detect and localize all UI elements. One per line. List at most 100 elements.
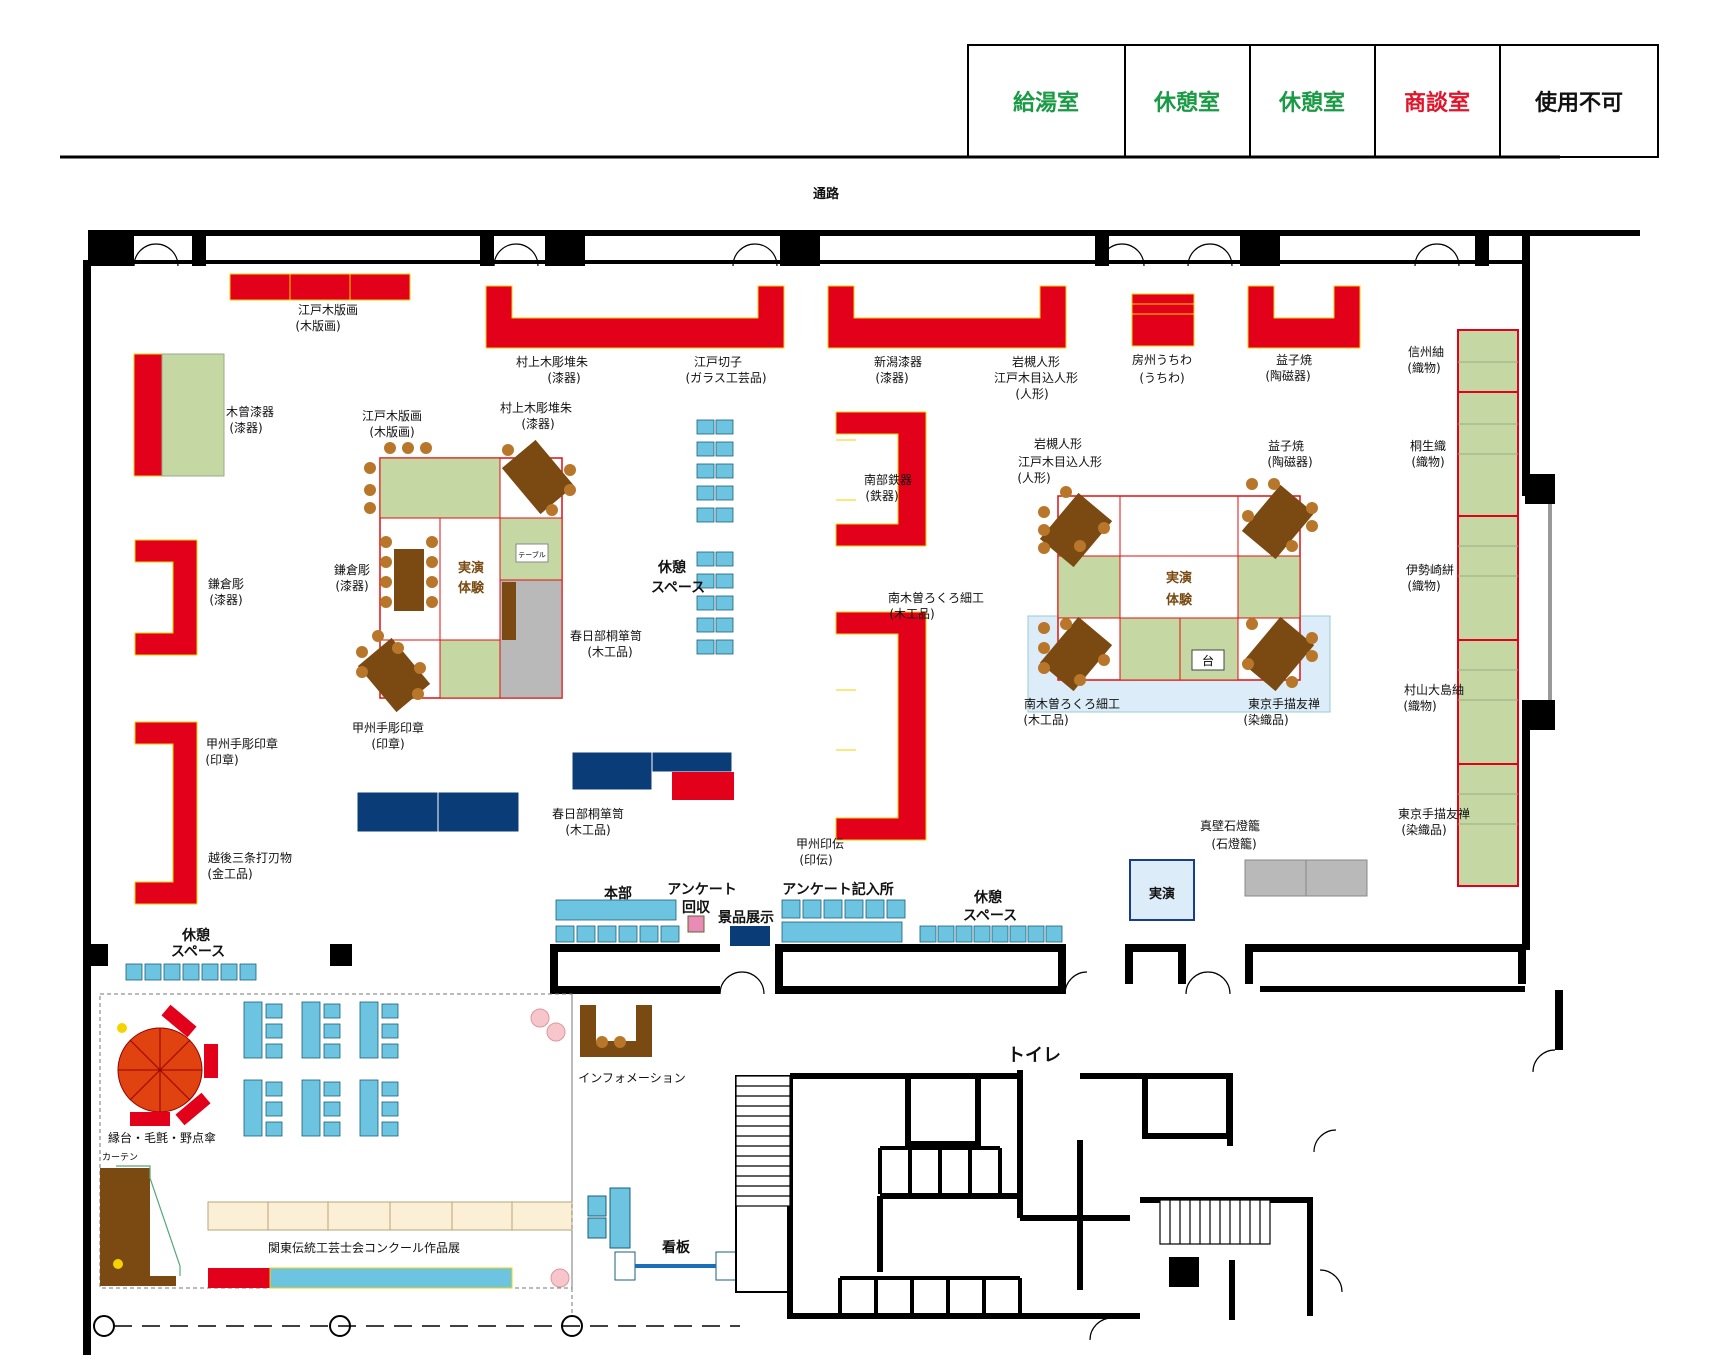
booth-label: (織物) bbox=[1407, 579, 1440, 593]
demo-label: 体験 bbox=[458, 580, 485, 596]
booth-label: 江戸切子 bbox=[694, 355, 742, 369]
booth-label: 益子焼 bbox=[1268, 439, 1304, 453]
toilet-block bbox=[735, 1070, 1313, 1320]
booth-label: 南木曽ろくろ細工 bbox=[1024, 696, 1120, 711]
door-arcs-top bbox=[133, 243, 1460, 267]
booth-label: (鉄器) bbox=[865, 488, 898, 503]
booth-label: (印伝) bbox=[799, 853, 832, 867]
survey-collect-box[interactable] bbox=[687, 915, 705, 933]
rest-space-label-line1: 休憩 bbox=[973, 889, 1002, 906]
booth-label: (印章) bbox=[205, 752, 238, 767]
booth-label: (漆器) bbox=[335, 579, 368, 593]
prize-display-box[interactable] bbox=[730, 926, 770, 946]
booth-label: 伊勢崎絣 bbox=[1406, 562, 1454, 577]
island-left: テーブル 実演 体験 bbox=[356, 439, 576, 713]
demo-box[interactable] bbox=[1129, 859, 1195, 921]
booth-label: (木工品) bbox=[587, 645, 632, 659]
booth-label: (木工品) bbox=[889, 607, 934, 621]
booth-label: (漆器) bbox=[547, 371, 580, 385]
booth-kasukabe-2[interactable] bbox=[672, 772, 734, 800]
booth-label: 新潟漆器 bbox=[874, 354, 922, 369]
booth-label: 鎌倉彫 bbox=[334, 562, 370, 577]
booth-label: 春日部桐箪笥 bbox=[552, 806, 624, 821]
honbu-label: 本部 bbox=[604, 885, 632, 902]
booth-label: 村上木彫堆朱 bbox=[516, 355, 588, 369]
survey-collect-label: 回収 bbox=[682, 899, 711, 916]
booth-label: (織物) bbox=[1403, 699, 1436, 713]
booth-nanbu[interactable] bbox=[835, 411, 927, 547]
table-label: テーブル bbox=[518, 550, 546, 559]
engawa-label: 縁台・毛氈・野点傘 bbox=[108, 1130, 216, 1145]
corridor-label: 通路 bbox=[813, 186, 840, 202]
toilet-label: トイレ bbox=[1007, 1045, 1061, 1066]
booth-label: 南部鉄器 bbox=[864, 472, 912, 487]
header-rooms: 給湯室 休憩室 休憩室 商談室 使用不可 bbox=[967, 44, 1659, 158]
booth-label: 鎌倉彫 bbox=[208, 576, 244, 591]
booth-nagiso-koshu[interactable] bbox=[835, 611, 927, 841]
booth-label: (染織品) bbox=[1401, 822, 1446, 837]
walls bbox=[83, 230, 1640, 1355]
curtain-label: カーテン bbox=[102, 1152, 138, 1163]
booth-label: (うちわ) bbox=[1139, 371, 1184, 385]
booth-label: 桐生織 bbox=[1410, 439, 1446, 453]
prize-display-label: 景品展示 bbox=[718, 910, 774, 926]
booth-label: 信州紬 bbox=[1408, 345, 1444, 359]
stand-label: 台 bbox=[1202, 653, 1214, 668]
rest-seats-center bbox=[696, 419, 734, 655]
booth-label: (木版画) bbox=[295, 319, 340, 333]
booth-label: (染織品) bbox=[1243, 712, 1288, 727]
rest-space-label-line2: スペース bbox=[651, 580, 705, 596]
booth-label: (石燈籠) bbox=[1211, 836, 1256, 851]
survey-collect-label: アンケート bbox=[667, 882, 736, 898]
booth-label: (木工品) bbox=[1023, 713, 1068, 727]
rest-space-label-line1: 休憩 bbox=[181, 927, 210, 944]
booth-label: (漆器) bbox=[875, 371, 908, 385]
booth-labels: 江戸木版画 (木版画) 木曾漆器 (漆器) 鎌倉彫 (漆器) 甲州手彫印章 (印… bbox=[205, 303, 1470, 881]
booth-label: (木工品) bbox=[565, 823, 610, 837]
booth-label: 木曾漆器 bbox=[226, 405, 274, 419]
room-label: 休憩室 bbox=[1153, 90, 1220, 116]
booth-boshu[interactable] bbox=[1131, 293, 1195, 347]
demo-box-label: 実演 bbox=[1149, 886, 1175, 902]
booth-label: (木版画) bbox=[369, 425, 414, 439]
toilet-stalls bbox=[838, 1146, 1022, 1316]
booth-label: 岩槻人形 bbox=[1034, 436, 1082, 451]
booth-label: 村山大島紬 bbox=[1404, 682, 1464, 697]
room-label: 商談室 bbox=[1404, 90, 1470, 116]
booth-label: (人形) bbox=[1017, 471, 1050, 485]
booth-label: (織物) bbox=[1407, 361, 1440, 375]
booth-label: 益子焼 bbox=[1276, 353, 1312, 367]
booth-label: 岩槻人形 bbox=[1012, 354, 1060, 369]
booth-label: 春日部桐箪笥 bbox=[570, 628, 642, 643]
demo-label: 実演 bbox=[1166, 570, 1192, 586]
booth-label: 江戸木目込人形 bbox=[1018, 455, 1102, 469]
booth-edo-mokuhanga-top[interactable] bbox=[229, 273, 411, 301]
booth-niigata-iwatsuki[interactable] bbox=[827, 285, 1067, 349]
demo-label: 実演 bbox=[458, 560, 484, 576]
booth-label: (人形) bbox=[1015, 387, 1048, 401]
booth-label: (ガラス工芸品) bbox=[685, 371, 766, 385]
booth-label: (織物) bbox=[1411, 455, 1444, 469]
booth-label: 江戸木目込人形 bbox=[994, 371, 1078, 385]
booth-murakami-edokiriko[interactable] bbox=[485, 285, 785, 349]
booth-label: 真壁石燈籠 bbox=[1200, 818, 1260, 833]
booth-contest-red[interactable] bbox=[208, 1268, 270, 1288]
booth-kamakura-left[interactable] bbox=[134, 539, 198, 656]
booth-label: 甲州手彫印章 bbox=[352, 720, 424, 735]
booth-label: (金工品) bbox=[207, 866, 252, 881]
door-arcs-bottom bbox=[719, 971, 1556, 1341]
panels-navy bbox=[356, 751, 733, 833]
booth-label: 東京手描友禅 bbox=[1398, 807, 1470, 821]
booth-label: (漆器) bbox=[209, 593, 242, 607]
facility-strip bbox=[125, 899, 1063, 981]
booth-kiso[interactable] bbox=[133, 353, 163, 477]
rest-space-label-line1: 休憩 bbox=[657, 559, 686, 576]
stairs bbox=[735, 1075, 1271, 1245]
booth-mashiko-top[interactable] bbox=[1247, 285, 1361, 349]
facility-labels: 本部 アンケート 回収 景品展示 アンケート記入所 休憩 スペース 休憩 スペー… bbox=[102, 881, 1017, 1256]
lounge-left bbox=[93, 993, 740, 1337]
booth-koshu-echigo[interactable] bbox=[134, 721, 198, 905]
booth-label: (漆器) bbox=[521, 417, 554, 431]
room-label: 給湯室 bbox=[1013, 90, 1079, 116]
rest-space-label-line2: スペース bbox=[171, 944, 225, 960]
